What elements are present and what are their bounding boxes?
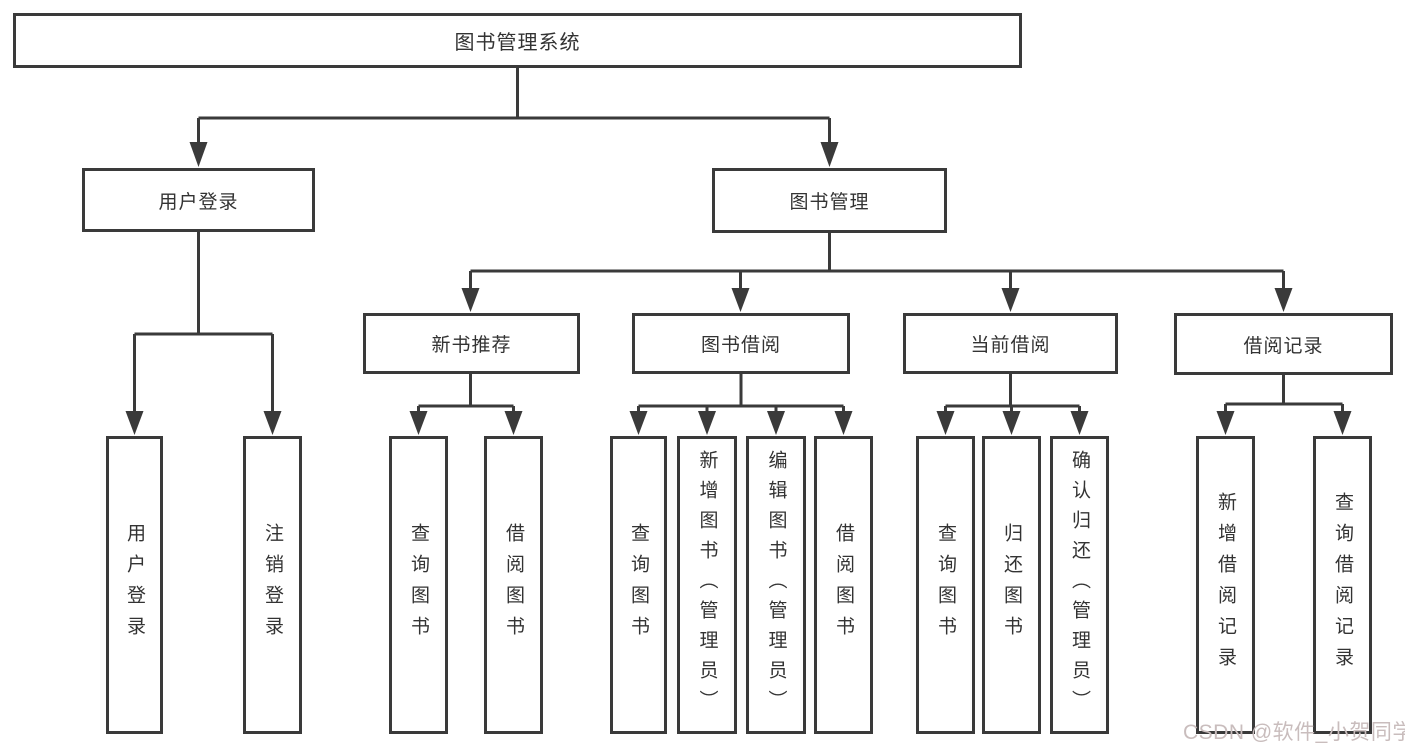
leaf-borrow-books-recommend: 借阅图书	[484, 436, 543, 734]
node-new-book-recommend: 新书推荐	[363, 313, 580, 374]
node-label: 图书管理	[789, 192, 870, 213]
leaf-label: 新增借阅记录	[1215, 492, 1236, 678]
leaf-label: 用户登录	[124, 523, 145, 647]
node-borrowing-records: 借阅记录	[1174, 313, 1393, 375]
node-library-management-system: 图书管理系统	[13, 13, 1022, 68]
node-label: 图书管理系统	[454, 32, 581, 54]
leaf-label: 借阅图书	[503, 523, 524, 647]
leaf-label: 归还图书	[1001, 523, 1022, 647]
leaf-user-login: 用户登录	[106, 436, 163, 734]
leaf-query-books-current: 查询图书	[916, 436, 975, 734]
leaf-add-borrow-record: 新增借阅记录	[1196, 436, 1255, 734]
leaf-query-books-borrow: 查询图书	[610, 436, 667, 734]
node-label: 图书借阅	[700, 335, 781, 356]
node-label: 新书推荐	[431, 335, 512, 356]
leaf-label: 查询图书	[935, 523, 956, 647]
leaf-label: 注销登录	[262, 523, 283, 647]
leaf-logout: 注销登录	[243, 436, 302, 734]
leaf-label: 查询图书	[408, 523, 429, 647]
leaf-add-book-admin: 新增图书（管理员）	[677, 436, 737, 734]
leaf-return-book: 归还图书	[982, 436, 1041, 734]
csdn-watermark: CSDN @软件_小贺同学	[1183, 721, 1405, 744]
leaf-label: 借阅图书	[833, 523, 854, 647]
node-book-borrowing: 图书借阅	[632, 313, 850, 374]
node-user-login-group: 用户登录	[82, 168, 315, 232]
node-current-borrowing: 当前借阅	[903, 313, 1118, 374]
leaf-label: 确认归还（管理员）	[1069, 450, 1090, 720]
leaf-query-books-recommend: 查询图书	[389, 436, 448, 734]
leaf-label: 新增图书（管理员）	[696, 450, 718, 720]
leaf-query-borrow-record: 查询借阅记录	[1313, 436, 1372, 734]
leaf-edit-book-admin: 编辑图书（管理员）	[746, 436, 806, 734]
leaf-label: 查询图书	[628, 523, 649, 647]
node-label: 用户登录	[158, 191, 239, 213]
leaf-label: 查询借阅记录	[1332, 492, 1353, 678]
node-label: 当前借阅	[970, 335, 1051, 356]
leaf-confirm-return-admin: 确认归还（管理员）	[1050, 436, 1109, 734]
leaf-label: 编辑图书（管理员）	[765, 450, 787, 720]
node-book-management: 图书管理	[712, 168, 947, 233]
leaf-borrow-books: 借阅图书	[814, 436, 873, 734]
node-label: 借阅记录	[1243, 335, 1324, 357]
